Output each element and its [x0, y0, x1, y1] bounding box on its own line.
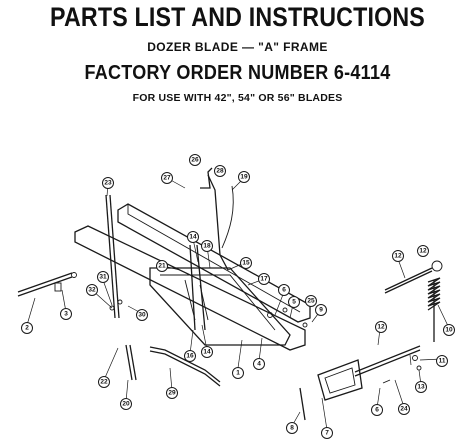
left-pin-rod	[17, 272, 77, 297]
callout-label: 14	[203, 349, 211, 356]
blade-usage-note: FOR USE WITH 42", 54" OR 56" BLADES	[132, 92, 343, 104]
callout-label: 28	[216, 168, 224, 175]
callout-label: 6	[282, 287, 286, 294]
callout-2: 2	[21, 322, 33, 334]
callout-10: 10	[443, 324, 455, 336]
leader-lines	[26, 177, 450, 431]
callout-28: 28	[214, 165, 226, 177]
callout-22: 22	[98, 376, 110, 388]
callout-label: 1	[236, 370, 240, 377]
callout-13: 13	[415, 381, 427, 393]
callout-17: 17	[258, 273, 270, 285]
callout-11: 11	[436, 355, 448, 367]
callout-label: 22	[100, 379, 108, 386]
callout-21: 21	[156, 260, 168, 272]
callout-27: 27	[161, 172, 173, 184]
callout-label: 18	[203, 243, 211, 250]
spring-assembly	[384, 260, 443, 342]
callout-label: 4	[257, 361, 261, 368]
callout-14: 14	[201, 346, 213, 358]
callout-label: 17	[260, 276, 268, 283]
callout-20: 20	[120, 398, 132, 410]
callout-label: 3	[64, 311, 68, 318]
hardware-bolts	[109, 299, 422, 384]
callout-8: 8	[286, 422, 298, 434]
callout-1: 1	[232, 367, 244, 379]
callout-15: 15	[240, 257, 252, 269]
document-title: PARTS LIST AND INSTRUCTIONS	[50, 2, 425, 32]
callout-label: 21	[158, 263, 166, 270]
callout-label: 15	[242, 260, 250, 267]
callout-30: 30	[136, 309, 148, 321]
callout-label: 8	[290, 425, 294, 432]
callout-26: 26	[189, 154, 201, 166]
factory-order-number: FACTORY ORDER NUMBER 6-4114	[84, 62, 391, 84]
callout-6: 6	[278, 284, 290, 296]
callout-label: 27	[163, 175, 171, 182]
callout-31: 31	[97, 271, 109, 283]
callout-label: 23	[104, 180, 112, 187]
callout-label: 32	[88, 287, 96, 294]
lift-linkage	[105, 167, 234, 331]
callout-16: 16	[184, 350, 196, 362]
callout-label: 20	[122, 401, 130, 408]
callout-label: 26	[191, 157, 199, 164]
callout-label: 10	[445, 327, 453, 334]
callout-32: 32	[86, 284, 98, 296]
callout-label: 30	[138, 312, 146, 319]
callout-label: 25	[307, 298, 315, 305]
callout-14: 14	[187, 231, 199, 243]
callout-12: 12	[417, 245, 429, 257]
callout-12: 12	[392, 250, 404, 262]
callout-label: 5	[292, 299, 296, 306]
callout-label: 6	[375, 407, 379, 414]
callout-3: 3	[60, 308, 72, 320]
callout-12: 12	[375, 321, 387, 333]
callout-label: 2	[25, 325, 29, 332]
callout-label: 24	[400, 406, 408, 413]
callout-label: 16	[186, 353, 194, 360]
callout-23: 23	[102, 177, 114, 189]
callout-label: 11	[439, 358, 446, 365]
callout-7: 7	[321, 427, 333, 439]
callout-label: 12	[419, 248, 427, 255]
bottom-drag-rod	[125, 344, 221, 387]
callout-19: 19	[238, 171, 250, 183]
callout-label: 12	[394, 253, 402, 260]
callout-label: 29	[168, 390, 176, 397]
callout-label: 9	[319, 307, 323, 314]
callout-9: 9	[315, 304, 327, 316]
callout-label: 12	[377, 324, 385, 331]
callout-label: 13	[417, 384, 425, 391]
callout-label: 19	[240, 174, 248, 181]
a-frame-assembly	[74, 203, 311, 351]
callout-4: 4	[253, 358, 265, 370]
callout-25: 25	[305, 295, 317, 307]
callout-24: 24	[398, 403, 410, 415]
callout-label: 7	[325, 430, 329, 437]
callout-label: 31	[99, 274, 107, 281]
callout-5: 5	[288, 296, 300, 308]
callout-6: 6	[371, 404, 383, 416]
callout-29: 29	[166, 387, 178, 399]
callout-18: 18	[201, 240, 213, 252]
callout-label: 14	[189, 234, 197, 241]
document-subtitle: DOZER BLADE — "A" FRAME	[147, 40, 328, 54]
blade-bracket	[299, 345, 421, 421]
